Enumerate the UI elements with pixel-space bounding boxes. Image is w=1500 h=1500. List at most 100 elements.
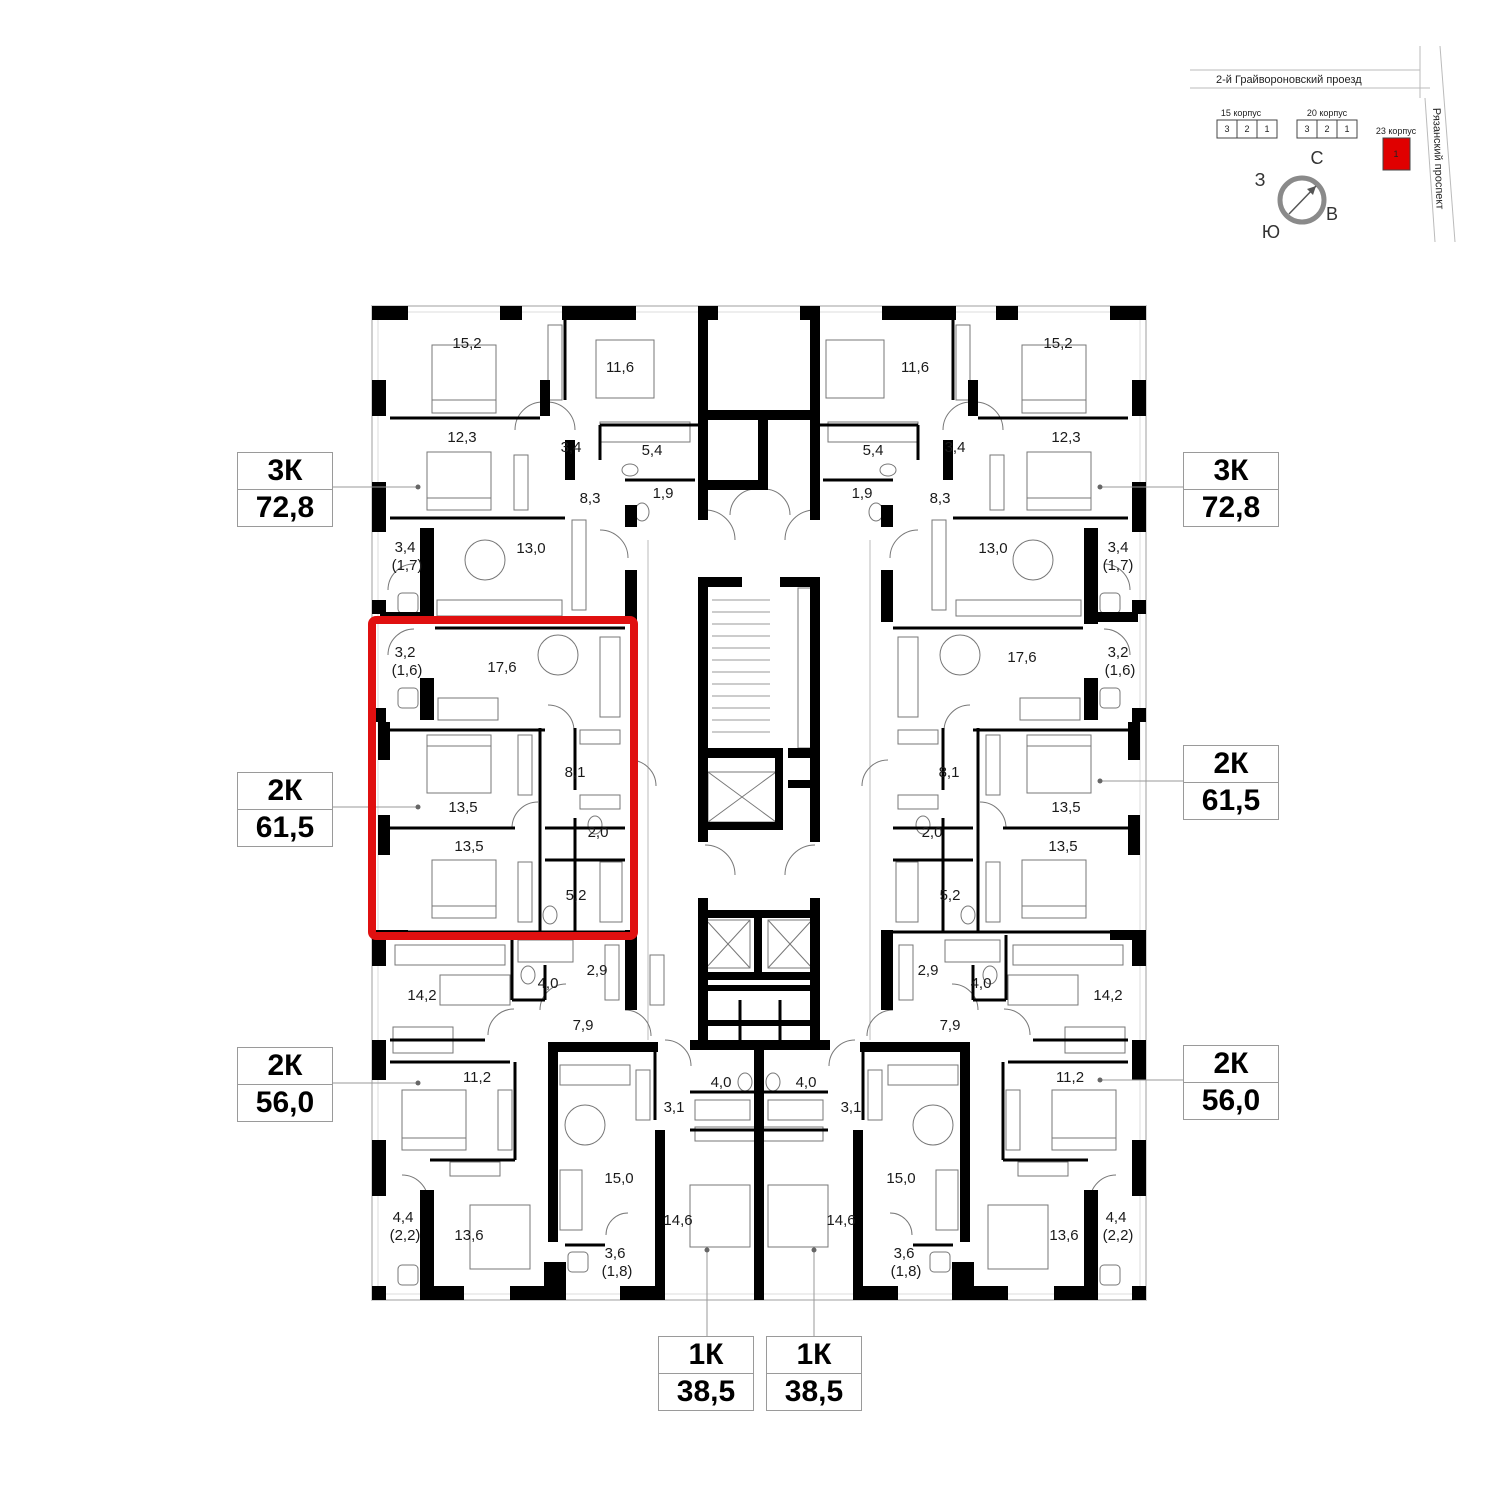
- room-area: 3,2: [1108, 644, 1129, 661]
- room-area: 8,1: [565, 764, 586, 781]
- apartment-tag-1k-right[interactable]: 1К 38,5: [766, 1336, 862, 1411]
- room-area: 15,2: [452, 335, 481, 352]
- street-top-label: 2-й Грайвороновский проезд: [1216, 74, 1362, 86]
- apartment-area: 56,0: [1201, 1084, 1261, 1117]
- apartment-tag-2k56-right[interactable]: 2К 56,0: [1183, 1045, 1279, 1120]
- room-area: 3,2: [395, 644, 416, 661]
- room-area: 14,6: [663, 1212, 692, 1229]
- room-area: 13,5: [1051, 799, 1080, 816]
- section-label: 2: [1324, 124, 1329, 134]
- room-area: (2,2): [1103, 1227, 1134, 1244]
- apartment-type: 3К: [238, 453, 332, 490]
- room-area: 13,5: [454, 838, 483, 855]
- room-area: 17,6: [1007, 649, 1036, 666]
- apartment-type: 2К: [238, 1048, 332, 1085]
- apartment-area: 61,5: [1201, 784, 1261, 817]
- room-area: 5,2: [566, 887, 587, 904]
- section-label: 1: [1393, 149, 1398, 159]
- apartment-type: 2К: [1184, 1046, 1278, 1083]
- section-label: 1: [1264, 124, 1269, 134]
- apartment-area: 72,8: [1201, 491, 1261, 524]
- apartment-type: 2К: [238, 773, 332, 810]
- room-area: 3,4: [1108, 539, 1129, 556]
- room-area: (1,6): [392, 662, 423, 679]
- room-area: 14,6: [826, 1212, 855, 1229]
- apartment-tag-3k-left[interactable]: 3К 72,8: [237, 452, 333, 527]
- section-label: 1: [1344, 124, 1349, 134]
- room-area: 5,2: [940, 887, 961, 904]
- room-area: 5,4: [642, 442, 663, 459]
- room-area: 4,0: [796, 1074, 817, 1091]
- room-area: 15,2: [1043, 335, 1072, 352]
- room-area: 4,4: [1106, 1209, 1127, 1226]
- room-area: 13,5: [1048, 838, 1077, 855]
- compass-w: З: [1255, 170, 1266, 190]
- room-area: 7,9: [573, 1017, 594, 1034]
- room-area: 15,0: [604, 1170, 633, 1187]
- apartment-tag-2k56-left[interactable]: 2К 56,0: [237, 1047, 333, 1122]
- room-area: 8,3: [580, 490, 601, 507]
- apartment-area: 38,5: [784, 1375, 844, 1408]
- room-area: 4,0: [538, 975, 559, 992]
- selected-apartment-outline[interactable]: [368, 616, 638, 940]
- building-23-label: 23 корпус: [1376, 126, 1417, 136]
- street-right-label: Рязанский проспект: [1430, 108, 1446, 210]
- compass-n: С: [1311, 148, 1324, 168]
- apartment-area: 56,0: [255, 1086, 315, 1119]
- apartment-tag-1k-left[interactable]: 1К 38,5: [658, 1336, 754, 1411]
- room-area: 13,0: [978, 540, 1007, 557]
- room-area: 5,4: [863, 442, 884, 459]
- room-area: 13,5: [448, 799, 477, 816]
- room-area: 13,6: [1049, 1227, 1078, 1244]
- room-area: (1,8): [891, 1263, 922, 1280]
- room-area: 3,4: [945, 439, 966, 456]
- room-area: 13,0: [516, 540, 545, 557]
- compass-icon: С З Ю В: [1255, 148, 1338, 242]
- apartment-area: 61,5: [255, 811, 315, 844]
- room-area: 1,9: [852, 485, 873, 502]
- apartment-type: 1К: [659, 1337, 753, 1374]
- room-area: 17,6: [487, 659, 516, 676]
- room-area: 3,4: [561, 439, 582, 456]
- room-area: (1,6): [1105, 662, 1136, 679]
- apartment-tag-2k-left[interactable]: 2К 61,5: [237, 772, 333, 847]
- apartment-type: 3К: [1184, 453, 1278, 490]
- section-label: 2: [1244, 124, 1249, 134]
- room-area: (1,8): [602, 1263, 633, 1280]
- apartment-tag-3k-right[interactable]: 3К 72,8: [1183, 452, 1279, 527]
- room-area: 2,9: [587, 962, 608, 979]
- building-15-label: 15 корпус: [1221, 108, 1262, 118]
- room-area: 8,3: [930, 490, 951, 507]
- room-area: 2,9: [918, 962, 939, 979]
- building-23[interactable]: 23 корпус 1: [1376, 126, 1417, 171]
- room-area: 2,0: [588, 824, 609, 841]
- apartment-tag-2k-right[interactable]: 2К 61,5: [1183, 745, 1279, 820]
- room-area-labels: 15,2 11,6 12,3 3,4 5,4 8,3 1,9 3,4 (1,7)…: [390, 335, 1136, 1280]
- building-20[interactable]: 20 корпус 3 2 1: [1296, 108, 1358, 139]
- room-area: (1,7): [392, 557, 423, 574]
- room-area: 7,9: [940, 1017, 961, 1034]
- room-area: 2,0: [922, 824, 943, 841]
- room-area: 11,6: [901, 359, 929, 376]
- compass-s: Ю: [1262, 222, 1280, 242]
- room-area: 3,6: [605, 1245, 626, 1262]
- room-area: 1,9: [653, 485, 674, 502]
- leader-lines: [332, 484, 1183, 1336]
- room-area: 4,4: [393, 1209, 414, 1226]
- room-area: 15,0: [886, 1170, 915, 1187]
- room-area: 4,0: [711, 1074, 732, 1091]
- room-area: (2,2): [390, 1227, 421, 1244]
- building-15[interactable]: 15 корпус 3 2 1: [1216, 108, 1278, 139]
- room-area: 3,4: [395, 539, 416, 556]
- room-area: 3,6: [894, 1245, 915, 1262]
- room-area: 11,2: [1056, 1069, 1084, 1086]
- room-area: 11,6: [606, 359, 634, 376]
- room-area: 12,3: [1051, 429, 1080, 446]
- room-area: 3,1: [664, 1099, 685, 1116]
- room-area: 3,1: [841, 1099, 862, 1116]
- room-area: 4,0: [971, 975, 992, 992]
- site-map: 2-й Грайвороновский проезд Рязанский про…: [1190, 45, 1456, 243]
- apartment-type: 2К: [1184, 746, 1278, 783]
- room-area: 14,2: [407, 987, 436, 1004]
